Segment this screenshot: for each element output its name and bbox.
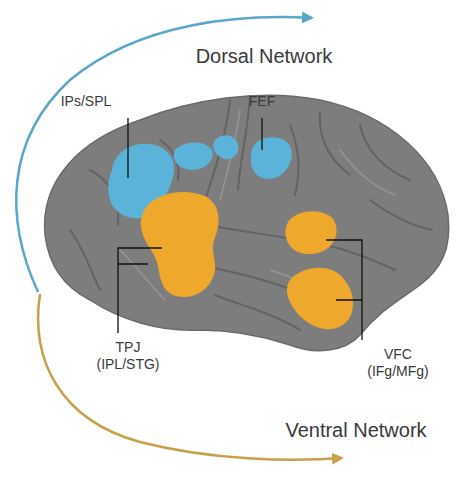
brain-sulci <box>70 96 432 330</box>
ventral-regions <box>141 192 353 329</box>
region-label: VFC (IFg/MFg) <box>367 346 428 380</box>
region-label: TPJ (IPL/STG) <box>96 339 159 373</box>
leader-lines <box>118 118 362 340</box>
network-label: Ventral Network <box>285 418 426 442</box>
region-label: FEF <box>249 93 275 110</box>
region-label: IPs/SPL <box>61 93 112 110</box>
network-label: Dorsal Network <box>196 44 333 68</box>
brain-outline <box>45 95 449 351</box>
brain-gyri <box>120 110 395 310</box>
